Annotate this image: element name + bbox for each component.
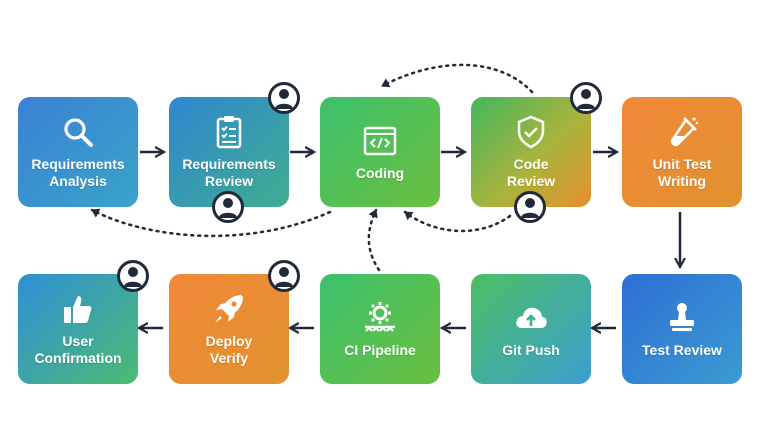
step-user-confirmation[interactable]: User Confirmation bbox=[18, 274, 138, 384]
person-icon bbox=[275, 89, 293, 109]
step-unit-test-writing[interactable]: Unit Test Writing bbox=[622, 97, 742, 207]
checklist-clipboard-icon bbox=[216, 116, 242, 149]
magnifier-icon bbox=[64, 118, 93, 147]
person-icon bbox=[219, 198, 237, 218]
gear-conveyor-icon bbox=[365, 301, 395, 332]
human-avatar-deploy-verify bbox=[268, 260, 300, 292]
loop-ci-to-coding bbox=[367, 208, 381, 272]
step-test-review[interactable]: Test Review bbox=[622, 274, 742, 384]
loop-coding-to-ra bbox=[90, 208, 332, 238]
step-requirements-analysis[interactable]: Requirements Analysis bbox=[18, 97, 138, 207]
thumbs-up-icon bbox=[64, 296, 92, 323]
human-avatar-code-review bbox=[570, 82, 602, 114]
step-label: Unit Test Writing bbox=[652, 156, 712, 189]
person-icon bbox=[521, 198, 539, 218]
step-label: Requirements Analysis bbox=[31, 156, 125, 189]
step-label: CI Pipeline bbox=[344, 341, 416, 358]
human-avatar-requirements-review-bottom bbox=[212, 191, 244, 223]
step-label: User Confirmation bbox=[34, 333, 122, 366]
shield-check-icon bbox=[517, 115, 545, 149]
person-icon bbox=[275, 267, 293, 287]
step-label: Deploy Verify bbox=[205, 333, 253, 366]
cloud-upload-icon bbox=[516, 307, 547, 328]
rocket-icon bbox=[215, 295, 243, 323]
loop-cr-to-coding-top bbox=[380, 63, 534, 94]
test-tube-icon bbox=[670, 117, 699, 147]
human-avatar-code-review-bottom bbox=[514, 191, 546, 223]
step-code-review[interactable]: Code Review bbox=[471, 97, 591, 207]
stamp-icon bbox=[670, 302, 694, 331]
step-git-push[interactable]: Git Push bbox=[471, 274, 591, 384]
human-avatar-user-confirmation bbox=[117, 260, 149, 292]
step-label: Test Review bbox=[642, 341, 722, 358]
step-ci-pipeline[interactable]: CI Pipeline bbox=[320, 274, 440, 384]
person-icon bbox=[577, 89, 595, 109]
step-label: Requirements Review bbox=[182, 156, 276, 189]
step-label: Code Review bbox=[506, 156, 556, 189]
step-label: Git Push bbox=[502, 341, 560, 358]
person-icon bbox=[124, 267, 142, 287]
loop-cr-to-coding-bottom bbox=[403, 210, 512, 233]
step-label: Coding bbox=[355, 164, 405, 181]
code-window-icon bbox=[363, 126, 397, 155]
human-avatar-requirements-review bbox=[268, 82, 300, 114]
step-coding[interactable]: Coding bbox=[320, 97, 440, 207]
step-deploy-verify[interactable]: Deploy Verify bbox=[169, 274, 289, 384]
step-requirements-review[interactable]: Requirements Review bbox=[169, 97, 289, 207]
